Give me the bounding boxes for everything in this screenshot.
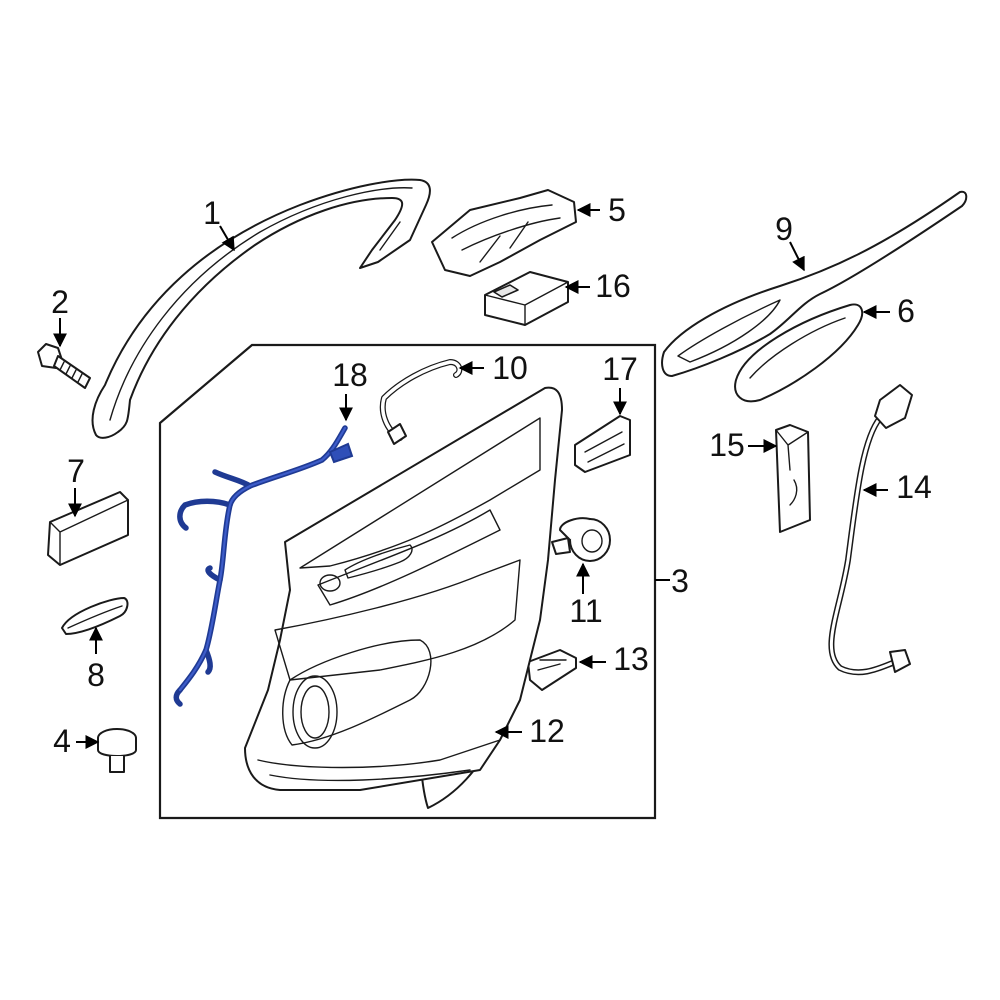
callout-numbers: 1 2 3 4 5 6 7 8 9 10 11 12 13 14 15 16 1…: [51, 192, 932, 759]
part-3-door-panel[interactable]: [244, 386, 563, 791]
callout-17: 17: [602, 351, 638, 387]
callout-2: 2: [51, 284, 69, 320]
callout-14: 14: [896, 469, 932, 505]
callout-16: 16: [595, 268, 631, 304]
callout-5: 5: [608, 192, 626, 228]
callout-7: 7: [67, 453, 85, 489]
assembly-box: [158, 343, 657, 820]
callout-3: 3: [671, 563, 689, 599]
callout-6: 6: [897, 293, 915, 329]
callout-13: 13: [613, 641, 649, 677]
part-15-pad[interactable]: [775, 424, 811, 533]
part-5-inside-handle[interactable]: [431, 189, 577, 277]
callout-8: 8: [87, 657, 105, 693]
part-16-switch-module[interactable]: [484, 271, 569, 326]
part-1-frame-molding[interactable]: [91, 178, 431, 439]
part-7-trim[interactable]: [47, 491, 129, 566]
callout-10: 10: [492, 350, 528, 386]
part-10-cable[interactable]: [379, 359, 463, 445]
part-8-cover[interactable]: [61, 597, 129, 635]
part-9-upper-trim[interactable]: [661, 190, 968, 377]
part-6-pull-cup[interactable]: [734, 303, 864, 403]
callout-15: 15: [709, 427, 745, 463]
callout-3-bracket: [655, 579, 670, 581]
callout-1: 1: [203, 195, 221, 231]
part-14-lead[interactable]: [828, 384, 913, 676]
callout-12: 12: [529, 713, 565, 749]
callout-9: 9: [775, 211, 793, 247]
part-17-bezel[interactable]: [574, 415, 631, 473]
part-13-bracket[interactable]: [527, 649, 577, 691]
callout-11: 11: [569, 593, 602, 629]
part-2-bolt[interactable]: [37, 343, 91, 389]
part-4-clip[interactable]: [97, 728, 137, 773]
part-11-speaker[interactable]: [551, 517, 611, 562]
callout-4: 4: [53, 723, 71, 759]
leader-lines: [53, 203, 890, 749]
part-18-wiring-harness[interactable]: [173, 425, 354, 707]
callout-18: 18: [332, 357, 368, 393]
